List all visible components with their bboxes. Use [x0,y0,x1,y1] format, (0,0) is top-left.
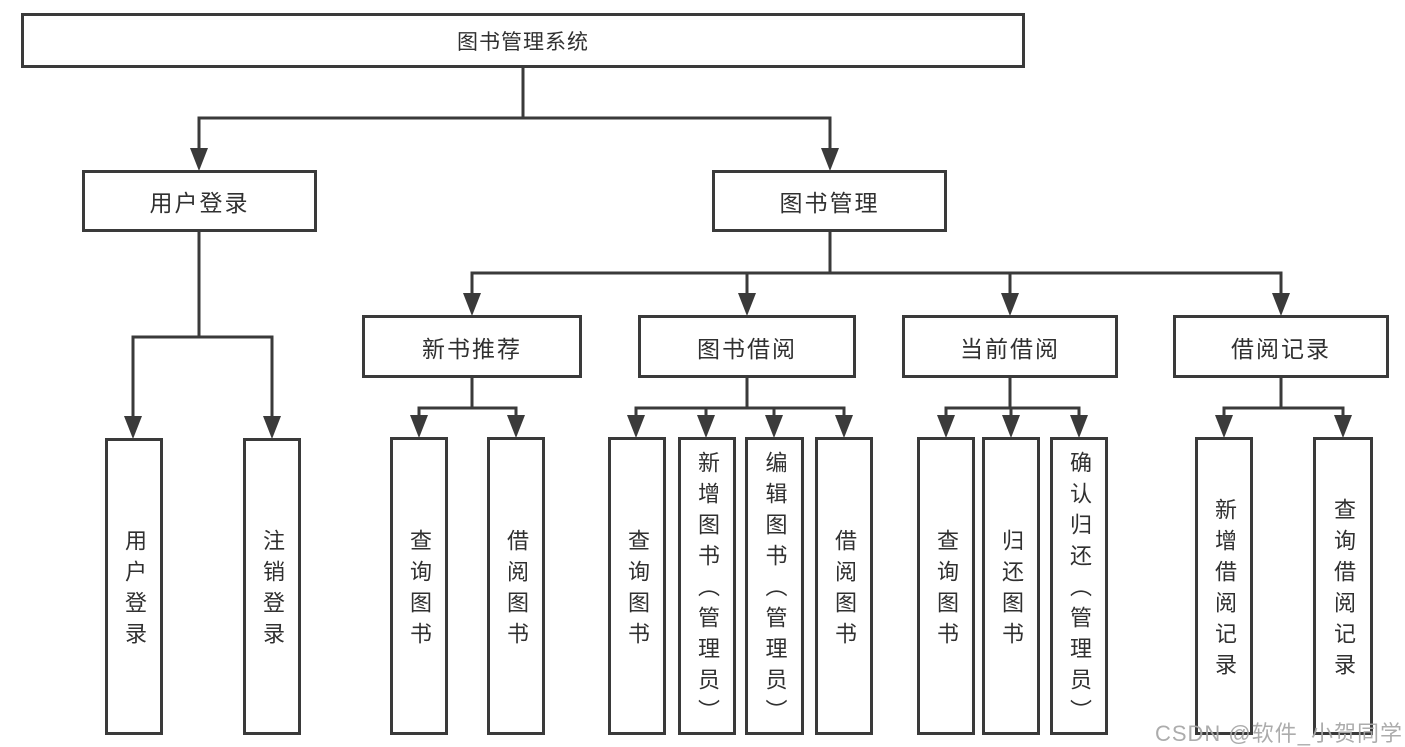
connector-borrowing-records-branch [1215,378,1352,438]
node-leaf-query-borrow-record: 查询借阅记录 [1313,437,1373,735]
arrowhead-icon [410,415,428,438]
node-leaf-add-borrow-record: 新增借阅记录 [1195,437,1253,735]
node-label: 新增图书（管理员） [695,451,720,730]
arrowhead-icon [263,416,281,439]
node-leaf-query-books-2: 查询图书 [608,437,666,735]
node-user-login: 用户登录 [82,170,317,232]
node-label: 用户登录 [122,529,147,653]
node-label: 查询图书 [934,528,959,653]
node-label: 图书管理系统 [457,30,589,54]
node-label: 借阅图书 [832,528,857,653]
node-label: 注销登录 [260,529,285,653]
arrowhead-icon [937,415,955,438]
node-label: 查询图书 [407,528,432,653]
node-label: 查询图书 [625,528,650,653]
node-current-borrowing: 当前借阅 [902,315,1118,378]
node-new-book-recommend: 新书推荐 [362,315,582,378]
node-label: 新增借阅记录 [1212,497,1237,684]
node-leaf-borrow-books-1: 借阅图书 [487,437,545,735]
arrowhead-icon [835,415,853,438]
arrowhead-icon [821,148,839,171]
node-label: 图书借阅 [697,335,797,362]
connector-book-borrowing-branch [627,378,853,438]
node-leaf-add-books-admin: 新增图书（管理员） [678,437,736,735]
node-label: 新书推荐 [422,335,522,362]
arrowhead-icon [463,293,481,316]
node-library-management-system: 图书管理系统 [21,13,1025,68]
node-book-borrowing: 图书借阅 [638,315,856,378]
node-label: 借阅记录 [1231,335,1331,362]
arrowhead-icon [627,415,645,438]
node-label: 借阅图书 [504,528,529,653]
connector-root-split [190,68,839,171]
node-leaf-query-books-3: 查询图书 [917,437,975,735]
arrowhead-icon [738,293,756,316]
arrowhead-icon [1001,293,1019,316]
arrowhead-icon [507,415,525,438]
node-leaf-confirm-return-admin: 确认归还（管理员） [1050,437,1108,735]
node-label: 编辑图书（管理员） [762,451,788,730]
node-leaf-user-login: 用户登录 [105,438,163,735]
node-leaf-borrow-books-2: 借阅图书 [815,437,873,735]
arrowhead-icon [1070,415,1088,438]
node-label: 确认归还（管理员） [1067,451,1092,730]
connector-current-borrowing-branch [937,378,1088,438]
arrowhead-icon [1272,293,1290,316]
csdn-watermark: CSDN @软件_小贺同学 [1154,721,1403,746]
arrowhead-icon [1002,415,1020,438]
arrowhead-icon [190,148,208,171]
node-borrowing-records: 借阅记录 [1173,315,1389,378]
arrowhead-icon [765,415,783,438]
node-leaf-query-books-1: 查询图书 [390,437,448,735]
node-label: 查询借阅记录 [1331,497,1356,684]
arrowhead-icon [1215,415,1233,438]
arrowhead-icon [697,415,715,438]
node-label: 归还图书 [999,528,1024,653]
node-leaf-edit-books-admin: 编辑图书（管理员） [745,437,804,735]
connector-new-book-recommend-branch [410,378,525,438]
arrowhead-icon [124,416,142,439]
node-label: 图书管理 [779,190,880,216]
node-label: 当前借阅 [960,335,1060,362]
arrowhead-icon [1334,415,1352,438]
connector-user-login-branch [124,232,281,439]
node-leaf-logout: 注销登录 [243,438,301,735]
connector-book-management-branch [463,232,1290,316]
node-book-management: 图书管理 [712,170,947,232]
node-leaf-return-books: 归还图书 [982,437,1040,735]
node-label: 用户登录 [149,190,250,216]
